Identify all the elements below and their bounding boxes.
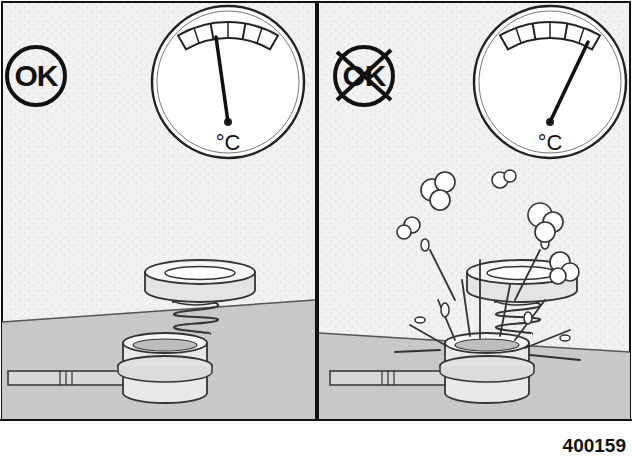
temperature-gauge: °C (152, 6, 304, 162)
unit-label: °C (538, 130, 563, 156)
ok-symbol: OK (333, 45, 395, 107)
unit-label: °C (216, 130, 241, 156)
ok-symbol: OK (5, 45, 67, 107)
figure-number: 400159 (563, 435, 626, 457)
ok-text: OK (343, 59, 386, 93)
temperature-gauge: °C (474, 6, 626, 162)
ok-text: OK (15, 59, 58, 93)
